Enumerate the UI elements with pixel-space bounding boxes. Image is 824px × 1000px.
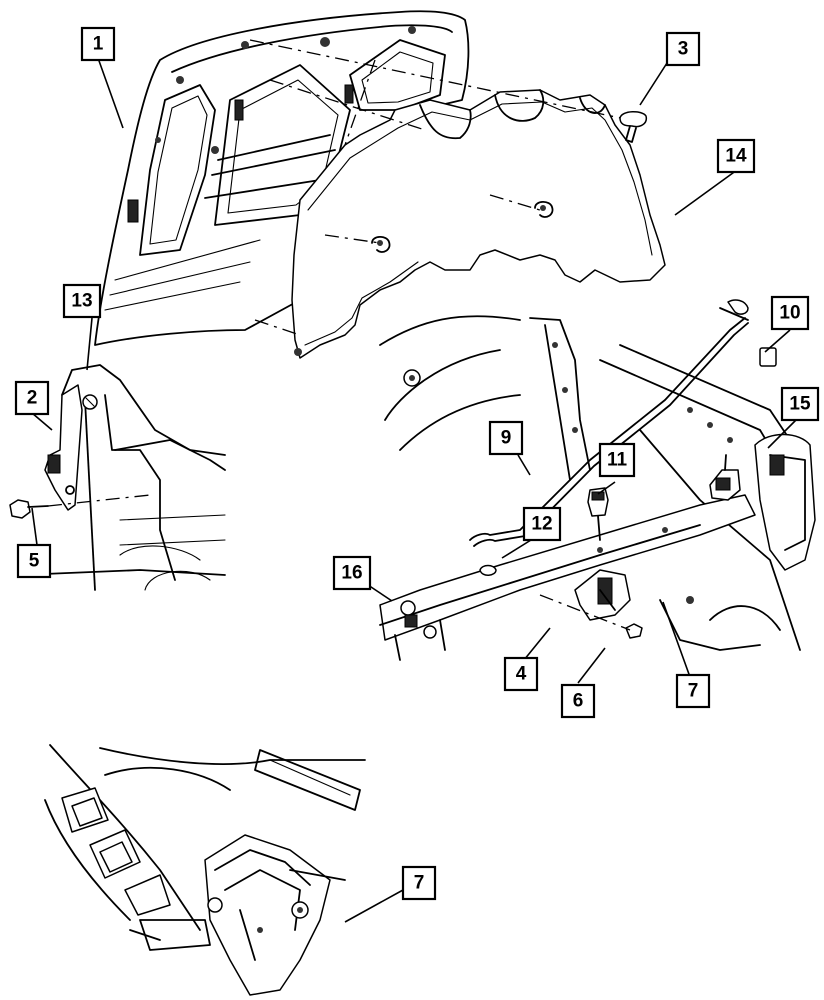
callout-16-label: 16 — [341, 563, 362, 584]
hinge-bolt — [9, 494, 151, 519]
latch-detail-view — [44, 744, 366, 996]
callout-5-label: 5 — [29, 551, 40, 572]
callout-12-label: 12 — [531, 514, 552, 535]
callout-7-bottom-label: 7 — [414, 873, 425, 894]
insulator-clip-center — [534, 200, 554, 218]
hood-insulator-pad — [249, 39, 666, 359]
callout-5: 5 — [16, 543, 52, 579]
callout-13-label: 13 — [71, 291, 92, 312]
callout-2-label: 2 — [27, 388, 38, 409]
radiator-support-area — [379, 315, 816, 651]
callout-14: 14 — [716, 138, 756, 174]
push-pin-fastener — [619, 111, 648, 143]
callout-12: 12 — [522, 506, 562, 542]
latch-crossmember — [379, 494, 756, 661]
callout-6: 6 — [560, 683, 596, 719]
callout-10: 10 — [770, 295, 810, 331]
headlamp-bracket — [754, 433, 816, 571]
callout-4: 4 — [503, 656, 539, 692]
callout-13: 13 — [62, 283, 102, 319]
hinge-area — [9, 364, 226, 591]
hood-hinge — [44, 384, 83, 511]
callout-2: 2 — [14, 380, 50, 416]
hood-release-cable — [469, 299, 749, 547]
callout-11: 11 — [598, 442, 636, 478]
hood-bumper-stop — [759, 347, 777, 367]
hood-latch — [539, 569, 643, 639]
callout-6-label: 6 — [573, 691, 584, 712]
callout-16: 16 — [332, 555, 372, 591]
callout-9-label: 9 — [501, 428, 512, 449]
latch-striker — [709, 454, 741, 501]
callout-4-label: 4 — [516, 664, 527, 685]
callout-1: 1 — [80, 26, 116, 62]
callout-11-label: 11 — [607, 450, 628, 471]
callout-7-top: 7 — [675, 673, 711, 709]
callout-10-label: 10 — [779, 303, 800, 324]
callout-7-top-label: 7 — [688, 681, 699, 702]
insulator-clip-left — [371, 235, 391, 253]
hood-ajar-switch — [587, 487, 609, 541]
callout-3: 3 — [665, 31, 701, 67]
callout-15: 15 — [780, 386, 820, 422]
callout-7-bottom: 7 — [401, 865, 437, 901]
leader-lines — [31, 57, 799, 923]
callout-1-label: 1 — [93, 34, 104, 55]
callout-14-label: 14 — [725, 146, 747, 167]
callout-9: 9 — [488, 420, 524, 456]
callout-15-label: 15 — [789, 394, 811, 415]
callout-3-label: 3 — [678, 39, 689, 60]
